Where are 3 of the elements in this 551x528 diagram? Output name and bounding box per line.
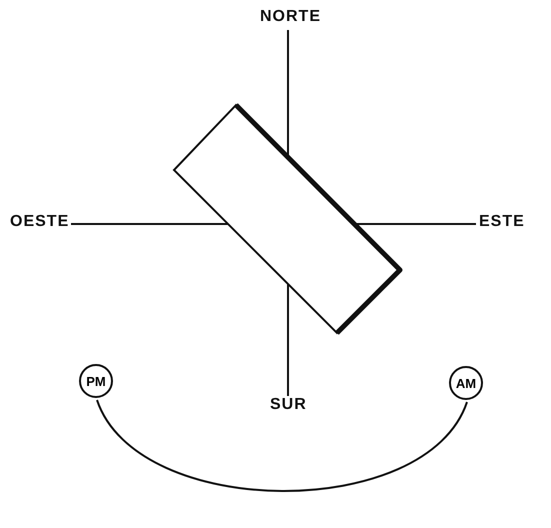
time-circle: PM	[79, 364, 113, 398]
time-circle: AM	[449, 366, 483, 400]
sun-path-arc	[96, 400, 468, 492]
